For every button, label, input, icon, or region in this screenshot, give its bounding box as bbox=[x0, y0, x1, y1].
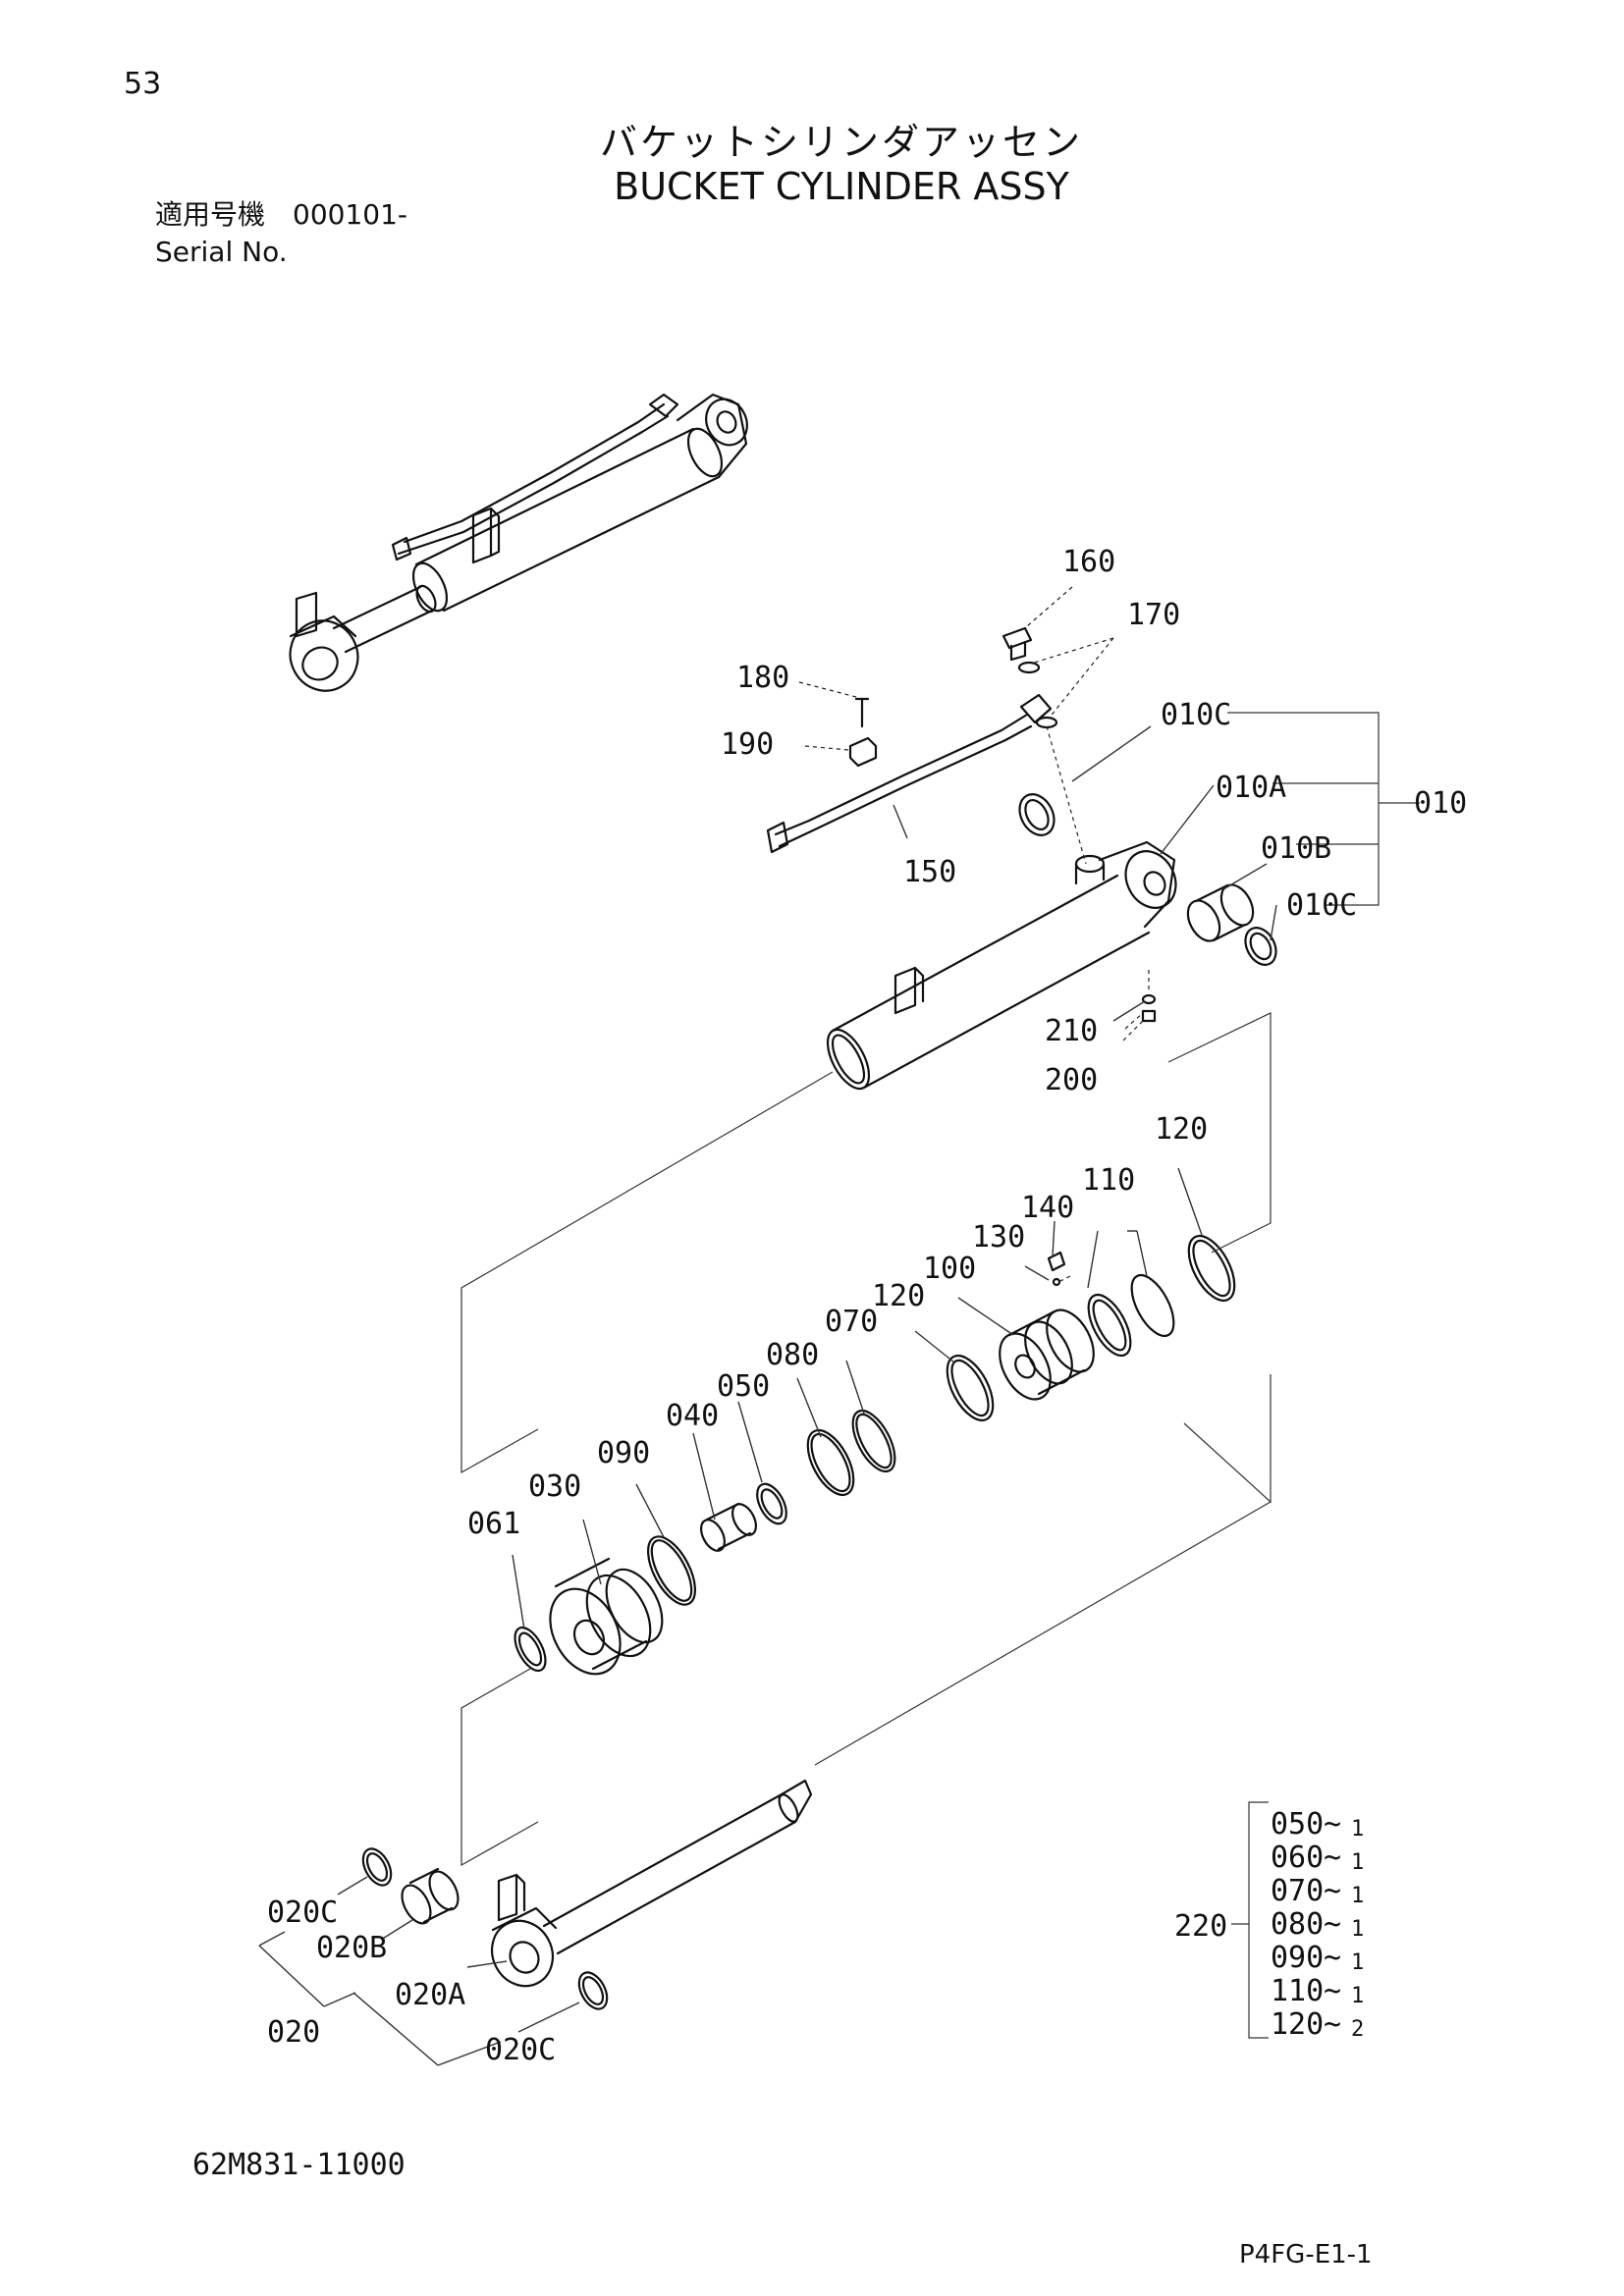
callout-040: 040 bbox=[666, 1399, 719, 1433]
callout-180: 180 bbox=[736, 661, 789, 695]
kit-row: 080 ~ 1 bbox=[1271, 1907, 1364, 1942]
kit-qty: 1 bbox=[1351, 1884, 1364, 1908]
callout-010C-bottom: 010C bbox=[1286, 888, 1357, 923]
kit-part: 110 bbox=[1271, 1974, 1324, 2008]
callout-130: 130 bbox=[972, 1220, 1025, 1255]
callout-120-mid: 120 bbox=[872, 1279, 925, 1313]
callout-210: 210 bbox=[1045, 1014, 1098, 1048]
serial-info: 適用号機 000101- Serial No. bbox=[155, 196, 407, 271]
kit-part: 070 bbox=[1271, 1874, 1324, 1908]
kit-qty: 1 bbox=[1351, 1917, 1364, 1942]
callout-050: 050 bbox=[717, 1369, 770, 1404]
kit-qty: 1 bbox=[1351, 1850, 1364, 1875]
callout-010B: 010B bbox=[1261, 831, 1331, 866]
kit-separator: ~ bbox=[1324, 1874, 1341, 1908]
kit-separator: ~ bbox=[1324, 2007, 1341, 2042]
kit-row: 050 ~ 1 bbox=[1271, 1807, 1364, 1842]
serial-value: 000101- bbox=[293, 198, 408, 231]
kit-separator: ~ bbox=[1324, 1907, 1341, 1942]
callout-090: 090 bbox=[597, 1436, 650, 1470]
callout-140: 140 bbox=[1021, 1191, 1074, 1225]
callout-020C-bottom: 020C bbox=[485, 2033, 556, 2067]
kit-part: 080 bbox=[1271, 1907, 1324, 1942]
kit-row: 110 ~ 1 bbox=[1271, 1974, 1364, 2008]
callout-020A: 020A bbox=[395, 1978, 465, 2012]
drawing-part-number: 62M831-11000 bbox=[192, 2148, 406, 2182]
callout-170: 170 bbox=[1127, 598, 1180, 632]
piston-rod-020 bbox=[490, 1779, 813, 1988]
kit-separator: ~ bbox=[1324, 1807, 1341, 1842]
kit-qty: 1 bbox=[1351, 1950, 1364, 1975]
page-number: 53 bbox=[124, 67, 162, 101]
callout-190: 190 bbox=[721, 727, 774, 762]
kit-row: 090 ~ 1 bbox=[1271, 1941, 1364, 1975]
callout-120-right: 120 bbox=[1155, 1112, 1208, 1147]
callout-010: 010 bbox=[1414, 786, 1467, 821]
callout-020B: 020B bbox=[316, 1931, 387, 1965]
kit-separator: ~ bbox=[1324, 1941, 1341, 1975]
callout-030: 030 bbox=[528, 1469, 581, 1504]
kit-separator: ~ bbox=[1324, 1841, 1341, 1875]
serial-label-en: Serial No. bbox=[155, 236, 288, 268]
kit-row: 060 ~ 1 bbox=[1271, 1841, 1364, 1875]
kit-qty: 1 bbox=[1351, 1817, 1364, 1842]
kit-row: 120 ~ 2 bbox=[1271, 2007, 1364, 2042]
assembled-cylinder-illustration bbox=[289, 393, 748, 692]
title-english: BUCKET CYLINDER ASSY bbox=[614, 165, 1069, 208]
callout-010C-top: 010C bbox=[1161, 698, 1231, 732]
callout-160: 160 bbox=[1062, 545, 1115, 579]
callout-020: 020 bbox=[267, 2015, 320, 2050]
kit-part: 090 bbox=[1271, 1941, 1324, 1975]
callout-070: 070 bbox=[825, 1305, 878, 1339]
page-code: P4FG-E1-1 bbox=[1239, 2240, 1373, 2269]
callout-061: 061 bbox=[467, 1507, 520, 1541]
callout-010A: 010A bbox=[1216, 771, 1286, 805]
callout-150: 150 bbox=[903, 855, 956, 889]
title-japanese: バケットシリンダアッセン bbox=[599, 121, 1083, 164]
kit-qty: 1 bbox=[1351, 1984, 1364, 2008]
kit-part: 120 bbox=[1271, 2007, 1324, 2042]
cylinder-tube-010 bbox=[826, 840, 1177, 1091]
hose-150 bbox=[766, 693, 1053, 854]
callout-080: 080 bbox=[766, 1338, 819, 1372]
kit-row: 070 ~ 1 bbox=[1271, 1874, 1364, 1908]
kit-qty: 2 bbox=[1351, 2017, 1364, 2042]
kit-separator: ~ bbox=[1324, 1974, 1341, 2008]
callout-110: 110 bbox=[1082, 1163, 1135, 1198]
callout-100: 100 bbox=[923, 1252, 976, 1286]
callout-220: 220 bbox=[1174, 1909, 1227, 1944]
kit-part: 060 bbox=[1271, 1841, 1324, 1875]
callout-020C-left: 020C bbox=[267, 1896, 338, 1930]
callout-200: 200 bbox=[1045, 1063, 1098, 1097]
serial-label-jp: 適用号機 bbox=[155, 198, 266, 231]
seal-kit-list: 050 ~ 1 060 ~ 1 070 ~ 1 080 ~ 1 090 ~ 1 … bbox=[1271, 1807, 1364, 2042]
kit-part: 050 bbox=[1271, 1807, 1324, 1842]
